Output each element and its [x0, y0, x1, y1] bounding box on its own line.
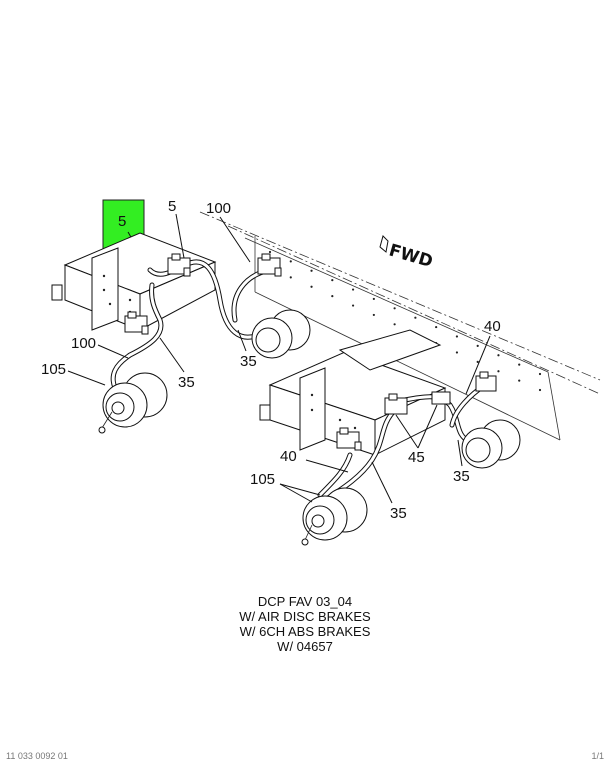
rivet-hole	[289, 276, 292, 279]
rivet-hole	[268, 250, 272, 254]
rivet-hole	[310, 269, 313, 272]
callout-35-d[interactable]: 35	[390, 505, 407, 522]
callouts: 5 100 100 105 35 35 40 45 35 40 105 35	[41, 198, 501, 522]
rivet-hole	[518, 379, 521, 382]
rivet-hole	[518, 363, 521, 366]
abs-valves	[124, 253, 497, 451]
valve-left	[124, 311, 149, 335]
callout-100-left[interactable]: 100	[71, 335, 96, 352]
rivet-hole	[393, 323, 396, 326]
rivet-hole	[497, 370, 500, 373]
caption-line-2: W/ AIR DISC BRAKES	[239, 609, 371, 624]
rivet-hole	[497, 354, 500, 357]
rivet-hole	[476, 344, 479, 347]
frame-rail	[199, 211, 601, 441]
caption-line-3: W/ 6CH ABS BRAKES	[240, 624, 371, 639]
callout-5-top[interactable]: 5	[168, 198, 176, 215]
rivet-hole	[372, 297, 375, 301]
callout-45[interactable]: 45	[408, 449, 425, 466]
callout-100-top[interactable]: 100	[206, 200, 231, 217]
rivet-hole	[393, 307, 396, 310]
callout-105-left[interactable]: 105	[41, 361, 66, 378]
callout-35-b[interactable]: 35	[240, 353, 257, 370]
rivet-hole	[310, 285, 313, 288]
rivet-hole	[538, 372, 542, 376]
rivet-hole	[455, 335, 459, 338]
rivet-hole	[476, 360, 479, 363]
rivet-hole	[372, 313, 375, 317]
valve-top-center	[167, 253, 191, 277]
footer-page: 1/1	[591, 751, 604, 761]
caption-line-1: DCP FAV 03_04	[258, 594, 352, 609]
rivet-hole	[538, 388, 542, 392]
valve-right-bracket	[431, 391, 451, 405]
forward-label: FWD	[387, 241, 435, 272]
callout-40-low[interactable]: 40	[280, 448, 297, 465]
brake-chambers	[98, 309, 521, 546]
rear-cross-member	[51, 232, 217, 331]
brake-chamber-right	[461, 419, 521, 469]
callout-35-a[interactable]: 35	[178, 374, 195, 391]
valve-lower	[336, 427, 362, 451]
callout-105-low[interactable]: 105	[250, 471, 275, 488]
valve-top-right	[257, 253, 282, 277]
caption-line-4: W/ 04657	[277, 639, 333, 654]
rivet-hole	[455, 351, 459, 354]
rivet-hole	[414, 316, 417, 319]
rivet-hole	[331, 295, 334, 298]
rivet-hole	[351, 304, 355, 307]
brake-chamber-left	[98, 372, 168, 434]
rivet-hole	[331, 279, 334, 282]
valve-right	[475, 371, 497, 392]
rivet-hole	[289, 260, 292, 263]
diagram-caption: DCP FAV 03_04 W/ AIR DISC BRAKES W/ 6CH …	[239, 594, 371, 654]
highlighted-callout-label: 5	[118, 213, 126, 230]
brake-chamber-lower	[301, 487, 368, 546]
forward-direction-marker: FWD	[379, 235, 435, 272]
brake-chamber-top-right	[251, 309, 311, 359]
footer-drawing-number: 11 033 0092 01	[6, 751, 68, 761]
forward-arrow-icon	[379, 235, 389, 253]
valve-center	[384, 393, 408, 415]
callout-40-right[interactable]: 40	[484, 318, 501, 335]
rivet-hole	[351, 288, 355, 291]
callout-35-c[interactable]: 35	[453, 468, 470, 485]
rivet-hole	[435, 325, 438, 329]
